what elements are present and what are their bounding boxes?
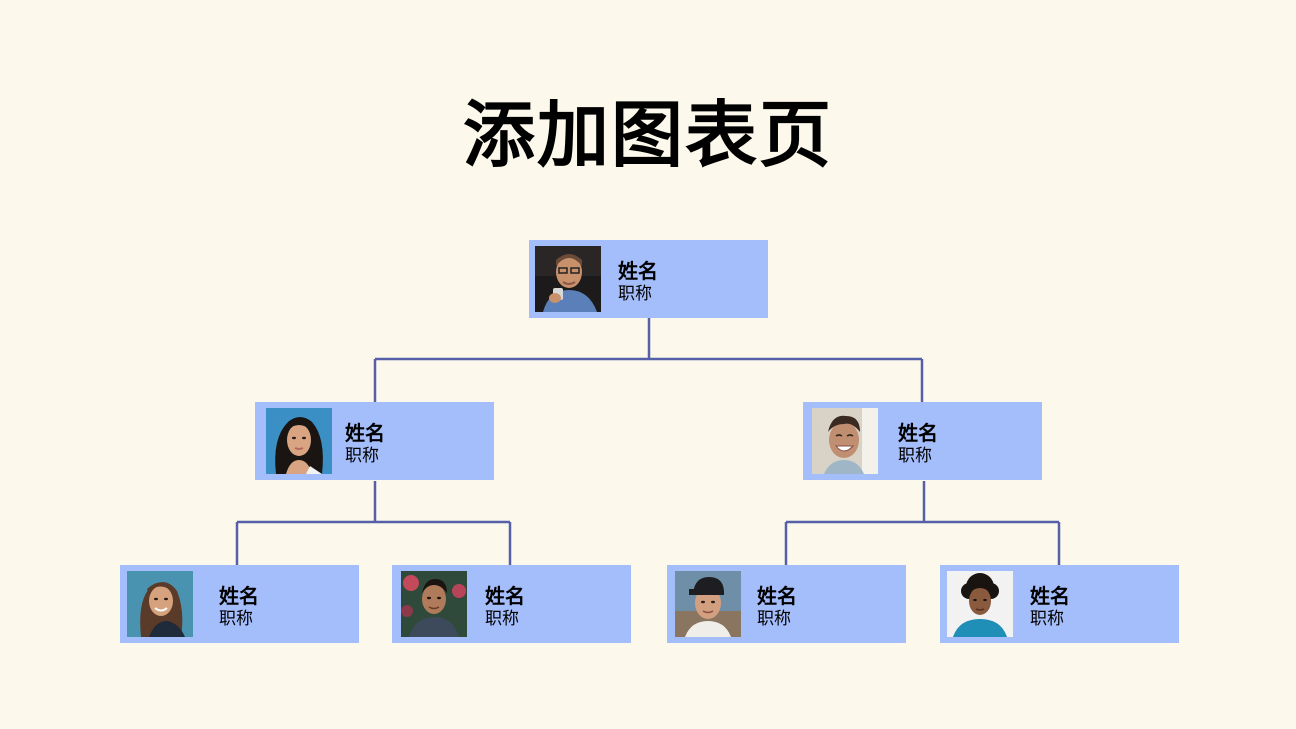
- smiling-boy-photo: [812, 408, 878, 474]
- node-role: 职称: [618, 284, 652, 304]
- org-node-report-3[interactable]: 姓名 职称: [667, 565, 906, 643]
- node-role: 职称: [219, 609, 253, 629]
- org-node-manager-right[interactable]: 姓名 职称: [803, 402, 1042, 480]
- connector-left-manager-to-reports: [235, 481, 512, 565]
- node-role: 职称: [485, 609, 519, 629]
- man-backwards-cap-photo: [675, 571, 741, 637]
- node-role: 职称: [898, 446, 932, 466]
- node-name: 姓名: [345, 421, 385, 445]
- young-woman-photo: [266, 408, 332, 474]
- node-name: 姓名: [757, 584, 797, 608]
- node-role: 职称: [757, 609, 791, 629]
- org-node-report-4[interactable]: 姓名 职称: [940, 565, 1179, 643]
- man-with-glasses-photo: [535, 246, 601, 312]
- node-name: 姓名: [219, 584, 259, 608]
- node-name: 姓名: [618, 259, 658, 283]
- node-name: 姓名: [898, 421, 938, 445]
- node-name: 姓名: [485, 584, 525, 608]
- node-role: 职称: [1030, 609, 1064, 629]
- page-title: 添加图表页: [462, 93, 833, 177]
- connector-root-to-managers: [373, 318, 924, 402]
- curly-hair-person-photo: [947, 571, 1013, 637]
- org-node-root[interactable]: 姓名 职称: [529, 240, 768, 318]
- young-man-photo: [401, 571, 467, 637]
- org-node-report-1[interactable]: 姓名 职称: [120, 565, 359, 643]
- org-node-manager-left[interactable]: 姓名 职称: [255, 402, 494, 480]
- org-node-report-2[interactable]: 姓名 职称: [392, 565, 631, 643]
- node-role: 职称: [345, 446, 379, 466]
- woman-smiling-photo: [127, 571, 193, 637]
- connector-right-manager-to-reports: [784, 481, 1061, 565]
- node-name: 姓名: [1030, 584, 1070, 608]
